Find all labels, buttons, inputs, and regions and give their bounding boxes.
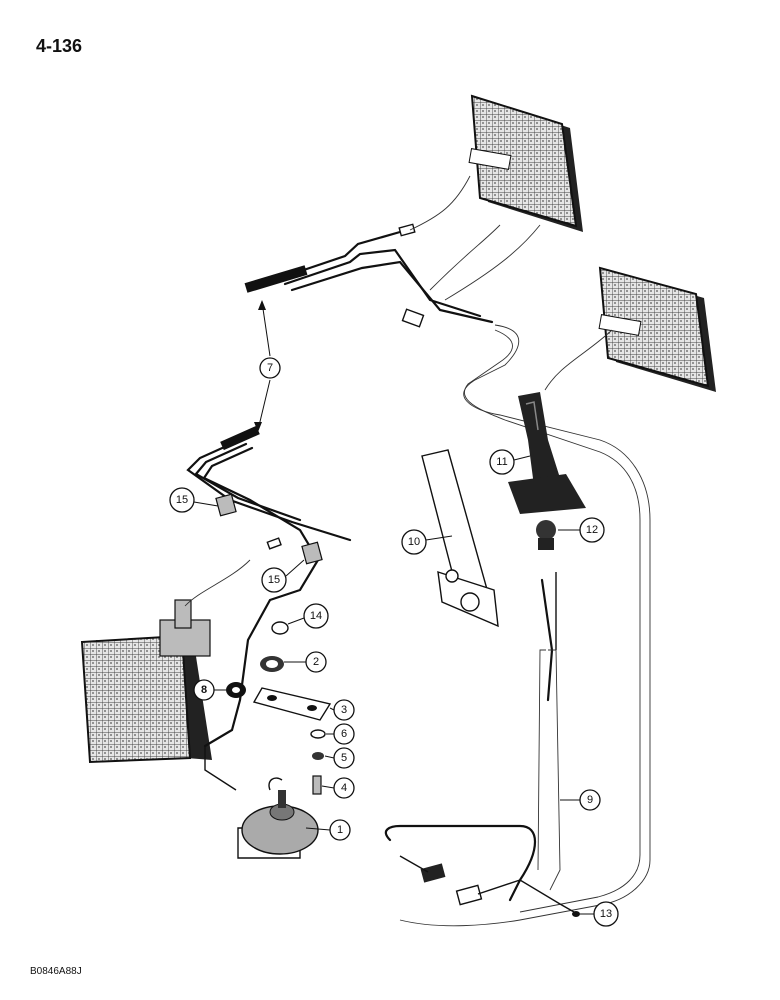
svg-text:4: 4: [341, 782, 347, 794]
harness-routing-outline: [399, 324, 651, 927]
svg-text:15: 15: [268, 574, 280, 586]
connector-part-15-lower: [301, 541, 323, 565]
callout-10: 10: [401, 529, 453, 555]
svg-text:3: 3: [341, 704, 347, 716]
push-button-switch-part-12: [536, 520, 556, 550]
svg-text:6: 6: [341, 728, 347, 740]
callout-15-lower: 15: [261, 559, 305, 593]
svg-text:5: 5: [341, 752, 347, 764]
lever-part-10: [421, 449, 499, 628]
svg-text:11: 11: [496, 456, 507, 468]
bolt-part-4: [312, 775, 322, 795]
nut-part-5: [312, 752, 324, 760]
washer-part-6: [310, 729, 326, 739]
callout-2: 2: [284, 651, 327, 673]
wiring-harness-upper: [244, 175, 541, 328]
svg-text:1: 1: [337, 824, 343, 836]
callout-15-upper: 15: [169, 487, 219, 513]
wire-harness-part-9: [384, 572, 580, 917]
svg-text:7: 7: [267, 362, 273, 374]
callout-14: 14: [287, 603, 329, 629]
callout-9: 9: [560, 789, 601, 811]
drawing-code: B0846A88J: [30, 966, 82, 977]
callout-11: 11: [489, 449, 531, 475]
control-handle-part-11: [508, 392, 586, 514]
callout-12: 12: [558, 517, 605, 543]
callout-7: 7: [259, 357, 281, 379]
ring-terminal-part-14: [271, 621, 289, 635]
grommet-part-8: [226, 682, 246, 698]
callout-4: 4: [321, 777, 355, 799]
svg-text:13: 13: [600, 908, 612, 920]
page-number: 4-136: [36, 36, 83, 56]
callout-6: 6: [326, 723, 355, 745]
svg-text:9: 9: [587, 794, 593, 806]
callout-1: 1: [305, 819, 351, 841]
callout-13: 13: [580, 901, 619, 927]
grommet-part-2: [260, 656, 284, 672]
svg-text:14: 14: [310, 610, 322, 622]
svg-text:12: 12: [586, 524, 598, 536]
bracket-plate-part-3: [252, 687, 332, 721]
svg-text:2: 2: [313, 656, 319, 668]
svg-text:8: 8: [201, 684, 207, 696]
upper-work-lamp: [468, 94, 583, 232]
wiring-harness-lower: [184, 425, 352, 791]
callout-5: 5: [324, 747, 355, 769]
svg-text:15: 15: [176, 494, 188, 506]
horn-part-1: [237, 777, 319, 859]
connector-part-15-upper: [215, 493, 237, 517]
right-work-lamp: [598, 266, 716, 392]
svg-text:10: 10: [408, 536, 420, 548]
left-work-lamp: [80, 599, 212, 764]
callout-8: 8: [193, 679, 226, 701]
callout-3: 3: [329, 699, 355, 721]
